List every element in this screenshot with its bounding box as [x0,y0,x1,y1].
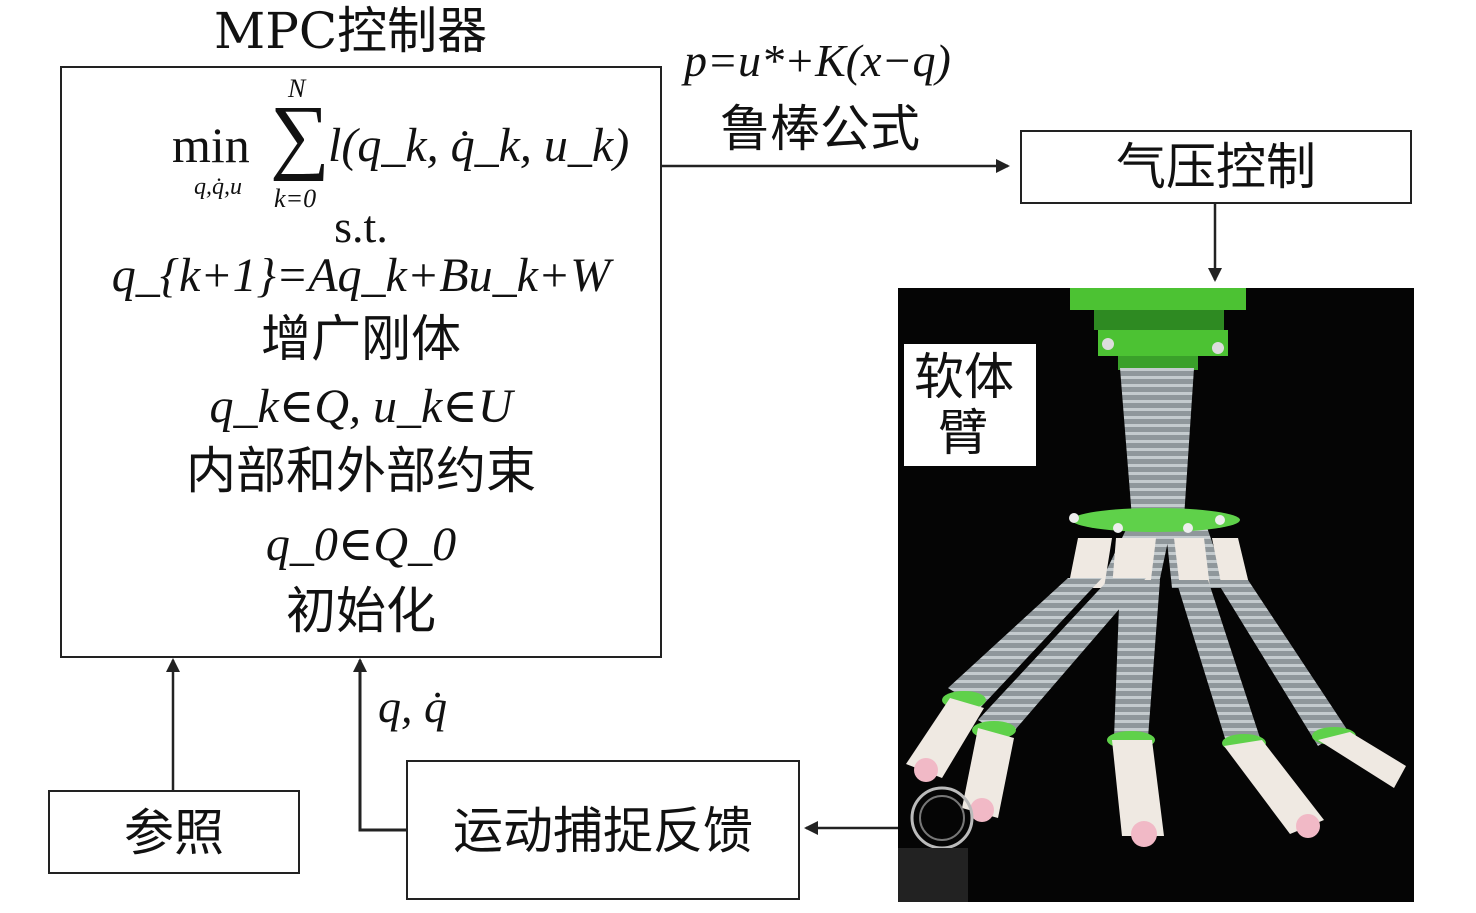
dynamics-equation: q_{k+1}=Aq_k+Bu_k+W [111,249,611,302]
soft-arm-label-line1: 软体 [914,348,1014,406]
objective-function: min q,q̇,u N ∑ k=0 l(q_k, q̇_k, u_k) [170,74,629,214]
sum-upper-limit: N [288,74,306,103]
robust-formula: p=u*+K(x−q) [684,35,951,86]
robust-label: 鲁棒公式 [720,100,920,158]
motion-capture-feedback-box: 运动捕捉反馈 [406,760,800,900]
sum-lower-limit: k=0 [274,184,317,213]
initial-condition: q_0∈Q_0 [265,518,457,571]
pressure-control-box: 气压控制 [1020,130,1412,204]
soft-arm-label-box: 软体 臂 [904,344,1036,466]
feedback-signal-label: q, q̇ [378,681,447,732]
pressure-control-label: 气压控制 [1116,138,1316,196]
motion-capture-feedback-label: 运动捕捉反馈 [453,802,753,860]
arrow-feedback-to-mpc [353,658,406,832]
cost-term: l(q_k, q̇_k, u_k) [328,119,630,172]
sum-symbol: ∑ [270,89,330,182]
soft-arm-label-line2: 臂 [938,404,988,462]
subject-to: s.t. [334,201,388,252]
initial-label: 初始化 [286,582,436,640]
constraint-label: 内部和外部约束 [186,442,536,500]
min-operator: min [172,117,250,173]
mpc-title: MPC控制器 [214,2,488,60]
soft-arm-photo: 软体 臂 [898,288,1414,902]
reference-label: 参照 [124,804,224,862]
dynamics-label: 增广刚体 [261,310,461,368]
min-subscript: q,q̇,u [194,174,242,200]
soft-arm-illustration [898,288,1406,902]
mpc-controller-box [60,66,662,658]
constraint-equation: q_k∈Q, u_k∈U [209,380,513,433]
reference-box: 参照 [48,790,300,874]
